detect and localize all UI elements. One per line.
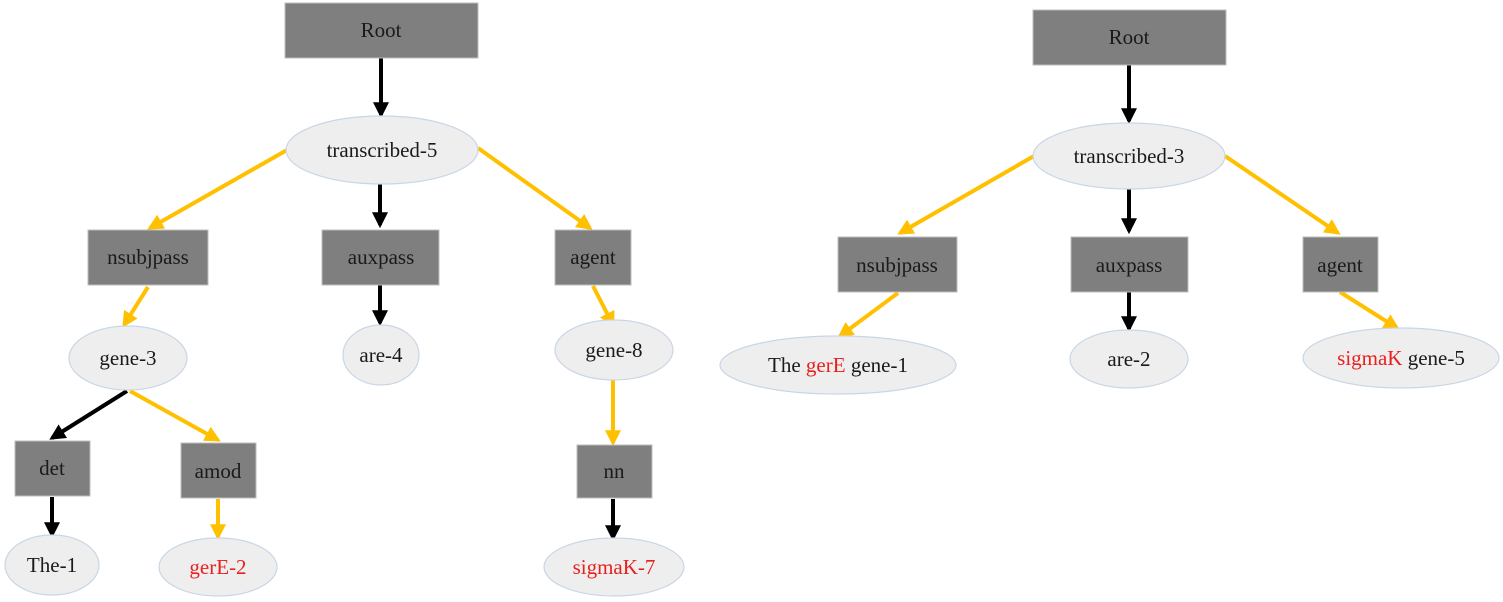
left-amod-label: amod xyxy=(195,459,242,483)
right-verb-label: transcribed-3 xyxy=(1074,144,1185,168)
right-agent-word-node: sigmaK gene-5 xyxy=(1302,327,1500,389)
left-gerE2-label: gerE-2 xyxy=(189,555,246,579)
right-auxpass-node: auxpass xyxy=(1070,236,1189,293)
left-det-node: det xyxy=(14,440,91,497)
right-dependency-tree: Root transcribed-3 nsubjpass auxpass age… xyxy=(719,9,1500,395)
edge-gene3-to-det xyxy=(49,389,129,440)
left-nn-label: nn xyxy=(604,459,626,483)
right-nsubjpass-node: nsubjpass xyxy=(837,236,958,293)
left-sigmaK7-node: sigmaK-7 xyxy=(543,537,685,597)
right-verb-node: transcribed-3 xyxy=(1032,122,1226,190)
left-det-label: det xyxy=(39,456,65,480)
right-root-label: Root xyxy=(1109,25,1150,49)
edge-gene3-to-amod xyxy=(129,389,221,442)
right-root-node: Root xyxy=(1032,9,1227,66)
right-subject-phrase: The gerE gene-1 xyxy=(768,353,908,377)
left-dependency-tree: Root transcribed-5 nsubjpass auxpass age… xyxy=(4,2,685,597)
right-are2-node: are-2 xyxy=(1069,329,1189,389)
left-auxpass-node: auxpass xyxy=(321,229,440,286)
right-subject-rest: gene-1 xyxy=(851,353,908,377)
edge-verb-to-agent xyxy=(476,146,593,230)
left-nsubjpass-label: nsubjpass xyxy=(107,245,189,269)
left-auxpass-label: auxpass xyxy=(348,245,415,269)
edge-nsubjpass-to-gene3 xyxy=(122,285,150,328)
left-gerE2-node: gerE-2 xyxy=(158,537,278,597)
left-gene3-node: gene-3 xyxy=(68,325,188,391)
right-agent-label: agent xyxy=(1317,253,1363,277)
right-subject-entity: gerE xyxy=(806,353,846,377)
left-verb-label: transcribed-5 xyxy=(327,138,438,162)
right-agent-node: agent xyxy=(1302,236,1379,293)
right-agent-rest: gene-5 xyxy=(1408,346,1465,370)
left-gene8-label: gene-8 xyxy=(585,338,642,362)
right-auxpass-label: auxpass xyxy=(1096,253,1163,277)
edge-verb-to-nsubjpass-right xyxy=(897,154,1035,235)
left-edges xyxy=(44,58,621,542)
edge-nsubjpass-to-subj-right xyxy=(837,291,900,338)
left-gene3-label: gene-3 xyxy=(99,346,156,370)
left-nsubjpass-node: nsubjpass xyxy=(87,229,209,286)
right-agent-entity: sigmaK xyxy=(1337,346,1402,370)
right-are2-label: are-2 xyxy=(1107,347,1150,371)
left-agent-node: agent xyxy=(554,229,632,286)
left-the1-node: The-1 xyxy=(4,534,100,596)
right-edges xyxy=(837,65,1400,338)
edge-agent-to-gene8 xyxy=(591,285,615,328)
right-subject-determiner: The xyxy=(768,353,801,377)
left-agent-label: agent xyxy=(570,245,616,269)
left-are4-label: are-4 xyxy=(359,343,403,367)
left-are4-node: are-4 xyxy=(342,324,420,386)
right-nsubjpass-label: nsubjpass xyxy=(856,253,938,277)
edge-verb-to-agent-right xyxy=(1223,154,1341,235)
left-root-label: Root xyxy=(361,18,402,42)
right-subject-node: The gerE gene-1 xyxy=(719,335,957,395)
left-nn-node: nn xyxy=(576,444,653,499)
left-gene8-node: gene-8 xyxy=(554,319,674,381)
left-amod-node: amod xyxy=(180,442,257,499)
left-root-node: Root xyxy=(284,2,479,59)
left-the1-label: The-1 xyxy=(27,553,77,577)
edge-agent-to-sigmaK-right xyxy=(1338,290,1400,330)
left-sigmaK7-label: sigmaK-7 xyxy=(573,555,656,579)
right-agent-phrase: sigmaK gene-5 xyxy=(1337,346,1465,370)
left-verb-node: transcribed-5 xyxy=(285,115,479,185)
edge-verb-to-nsubjpass xyxy=(147,148,288,230)
